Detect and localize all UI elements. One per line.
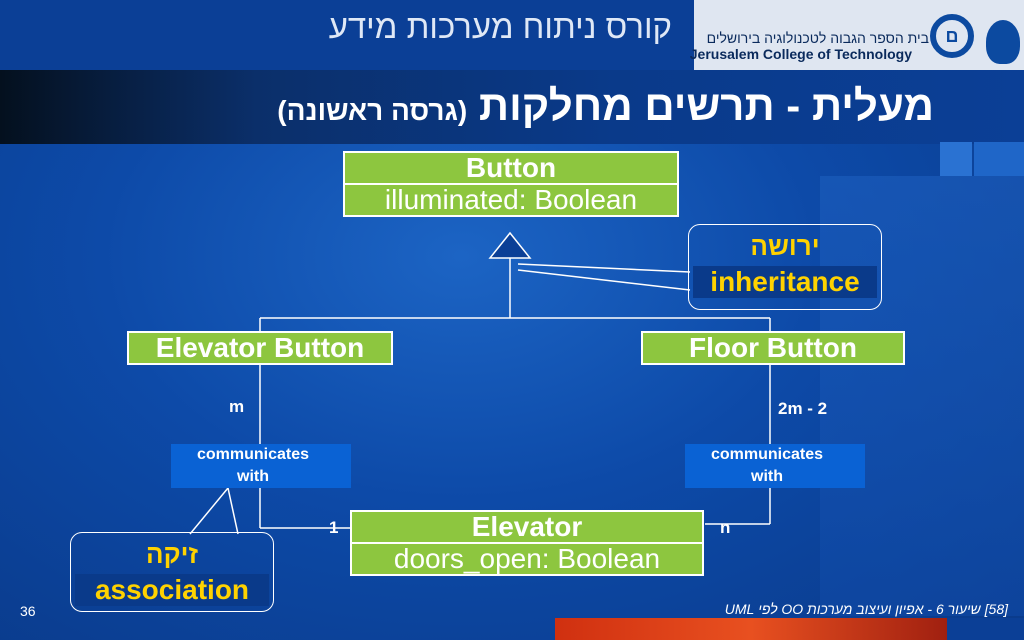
class-elevator: Elevator doors_open: Boolean [350, 510, 704, 576]
inheritance-note-pointer [517, 263, 691, 273]
decor-square [940, 142, 972, 176]
assoc-right-label: communicates with [685, 444, 865, 488]
multiplicity-n: n [720, 518, 731, 537]
class-attribute: illuminated: Boolean [345, 183, 677, 215]
slide-footer: [58] שיעור 6 - אפיון ועיצוב מערכות OO לפ… [724, 601, 1008, 617]
class-floor-button: Floor Button [641, 331, 905, 365]
slide-title-main: מעלית - תרשים מחלקות [478, 82, 934, 129]
multiplicity-m: m [229, 397, 245, 416]
logo-hebrew-text: בית הספר הגבוה לטכנולוגיה בירושלים [706, 30, 929, 46]
multiplicity-1: 1 [329, 518, 339, 537]
multiplicity-2m-2: 2m - 2 [778, 399, 828, 418]
class-button: Button illuminated: Boolean [343, 151, 679, 217]
association-note-pointer [189, 487, 229, 535]
title-bar [0, 70, 1024, 144]
class-name: Elevator [471, 511, 583, 542]
slide-title: מעלית - תרשים מחלקות (גרסה ראשונה) [277, 82, 934, 130]
footer-stripe [555, 618, 947, 640]
logo-badge-icon [986, 20, 1020, 64]
association-note-english: association [75, 574, 269, 606]
association-note-pointer [227, 487, 239, 535]
inheritance-note-english: inheritance [693, 266, 877, 298]
inheritance-note: ירושה inheritance [688, 224, 882, 310]
inheritance-triangle [488, 231, 532, 259]
inheritance-note-hebrew: ירושה [750, 231, 820, 261]
class-attribute: doors_open: Boolean [352, 542, 702, 574]
slide-title-sub: (גרסה ראשונה) [277, 95, 468, 126]
assoc-left-label: communicates with [171, 444, 351, 488]
class-elevator-button: Elevator Button [127, 331, 393, 365]
inheritance-note-pointer [517, 269, 691, 291]
course-title: קורס ניתוח מערכות מידע [328, 8, 672, 45]
decor-square [974, 142, 1024, 176]
slide-number: 36 [20, 603, 36, 619]
logo-ring-icon: ם [930, 14, 974, 58]
footer-stripe [947, 618, 1024, 640]
class-name: Button [465, 152, 557, 183]
logo-english-text: Jerusalem College of Technology [689, 46, 912, 62]
association-note: זיקה association [70, 532, 274, 612]
decor-panel [820, 176, 1024, 616]
association-note-hebrew: זיקה [146, 539, 198, 569]
